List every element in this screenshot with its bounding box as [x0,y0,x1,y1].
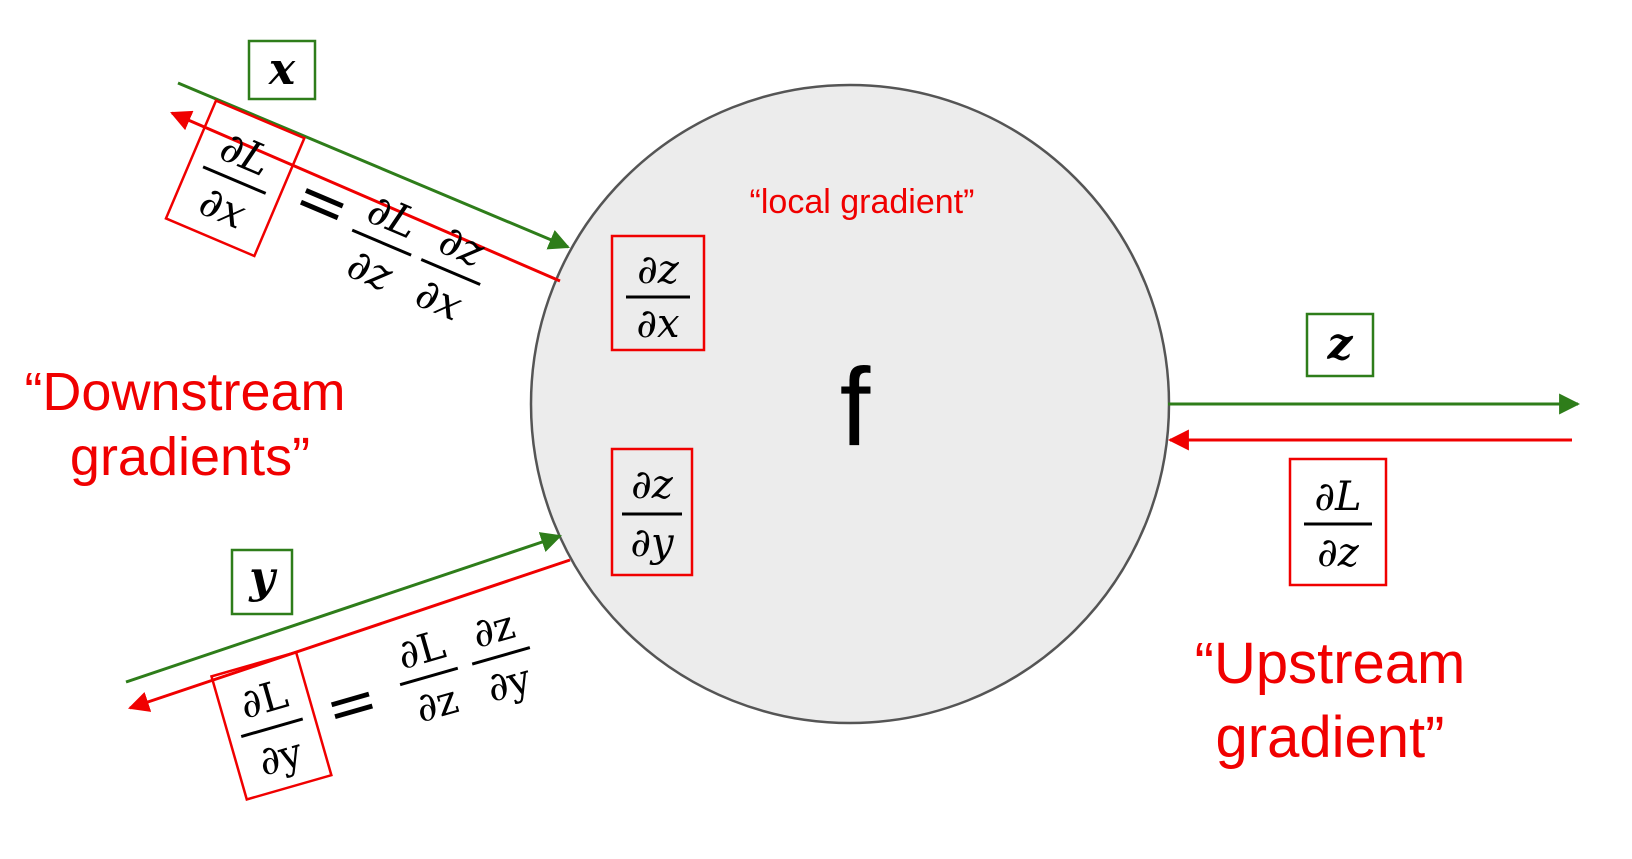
input-x-box: x [247,39,317,101]
node-label: f [840,346,871,469]
y-forward-arrow [125,532,562,684]
y-backward-arrow [128,558,571,712]
upstream-label-line1: “Upstream [1195,631,1466,696]
local-gradient-dz-dy: ∂z ∂y [610,447,694,577]
fraction-denominator: ∂y [630,520,675,566]
output-z-symbol: z [1327,319,1354,370]
input-y-symbol: y [248,552,278,603]
downstream-gradient-x-equation: ∂L ∂x = ∂L ∂z ∂z ∂x [164,98,493,331]
dL-dz-term-y: ∂L ∂z [392,622,464,732]
fraction-numerator: ∂L [392,622,450,679]
downstream-label-line1: “Downstream [24,362,345,422]
dz-dx-term-x: ∂z ∂x [409,215,493,331]
fraction-numerator: ∂z [631,462,674,508]
x-backward-arrow [170,110,561,283]
fraction-numerator: ∂z [467,602,520,658]
local-gradient-dz-dx: ∂z ∂x [610,234,706,352]
downstream-gradient-y-equation: ∂L ∂y = ∂L ∂z ∂z ∂y [209,602,537,801]
fraction-numerator: ∂L [1314,474,1361,520]
fraction-numerator: ∂z [637,247,680,293]
x-forward-arrow [177,81,570,250]
fraction-denominator: ∂y [482,655,537,711]
fraction-numerator: ∂L [235,671,293,728]
input-x-symbol: x [268,44,296,95]
dz-dy-term-y: ∂z ∂y [467,602,537,712]
upstream-gradient-dL-dz: ∂L ∂z [1288,457,1388,587]
upstream-label-line2: gradient” [1216,705,1445,770]
fraction-denominator: ∂z [411,676,464,732]
local-gradient-caption: “local gradient” [750,183,975,221]
equals-sign-y: = [316,661,386,745]
fraction-denominator: ∂z [1317,530,1360,576]
output-z-box: z [1305,312,1375,378]
downstream-label-line2: gradients” [70,427,310,487]
input-y-box: y [230,548,294,616]
fraction-denominator: ∂y [253,729,308,785]
dL-dx-box: ∂L ∂x [164,98,306,258]
equals-sign-x: = [283,159,361,248]
fraction-denominator: ∂x [636,301,679,347]
